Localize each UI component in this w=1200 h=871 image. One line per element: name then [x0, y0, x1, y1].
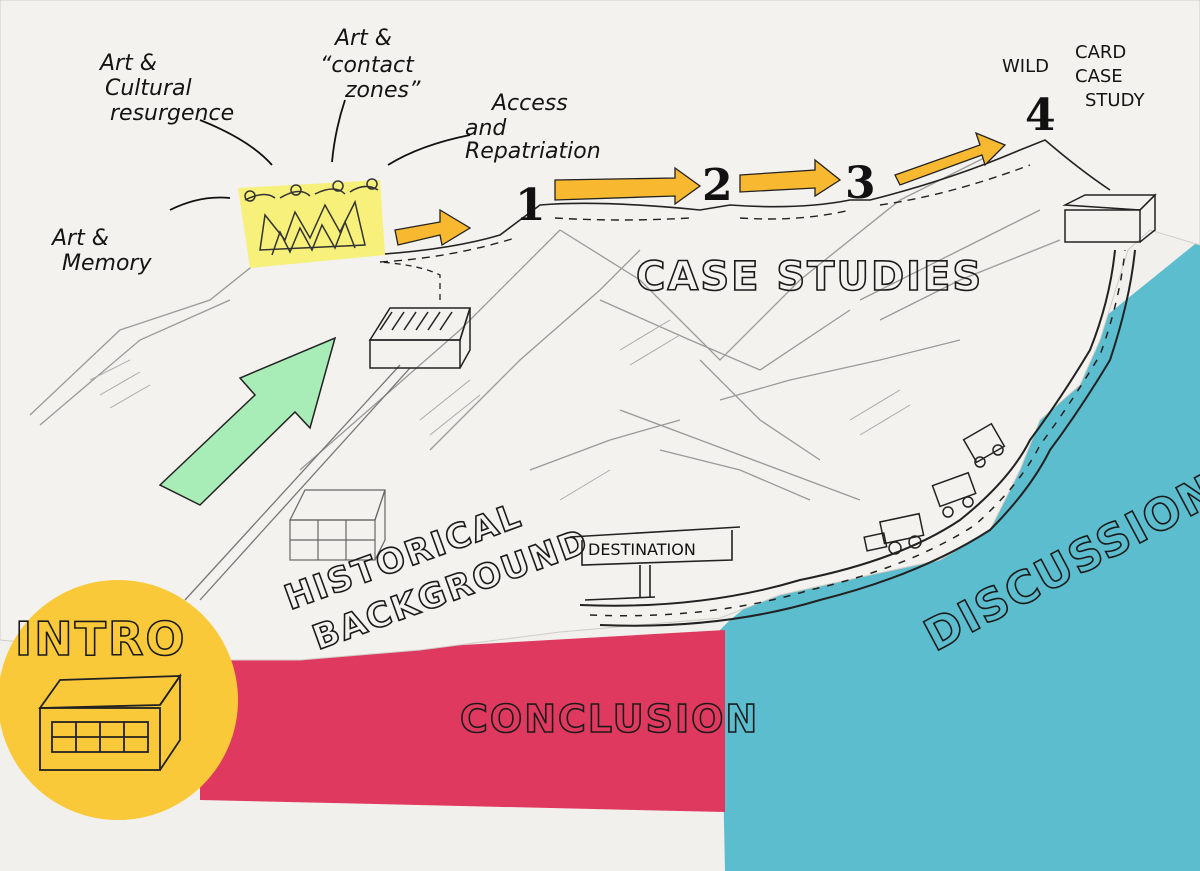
label-art-cultural-resurgence: Art & Cultural resurgence	[98, 51, 234, 126]
label-access-repatriation: Access and Repatriation	[465, 91, 601, 164]
intro-circle: INTRO	[0, 580, 238, 820]
top-right-building-icon	[1062, 193, 1157, 243]
case-study-number-1: 1	[515, 180, 546, 231]
label-leader-lines	[169, 99, 471, 211]
label-art-contact-zones: Art & “contact zones”	[320, 26, 421, 103]
case-study-number-4: 4	[1025, 90, 1056, 141]
case-study-number-3: 3	[845, 158, 876, 209]
conclusion-sheet	[200, 630, 725, 812]
case-study-number-2: 2	[702, 160, 733, 211]
pencil-hatching	[89, 319, 911, 501]
orange-arrows	[394, 131, 1007, 247]
orange-arrow-icon	[394, 208, 472, 247]
pencil-line-1	[184, 364, 401, 601]
pencil-mountains	[29, 149, 1061, 501]
signpost-icon: DESTINATION	[569, 526, 741, 601]
pencil-line-2	[199, 367, 411, 601]
label-wild-card-case-study: WILD CARD CASE STUDY	[1002, 42, 1145, 111]
intro-label: INTRO	[15, 612, 187, 666]
house-path	[379, 261, 441, 300]
ridge-line	[369, 139, 1111, 256]
orange-arrow-icon	[894, 131, 1007, 186]
label-art-memory: Art & Memory	[50, 226, 152, 276]
orange-arrow-icon	[739, 158, 842, 198]
case-studies-label: CASE STUDIES	[636, 254, 983, 300]
building-icon	[289, 489, 386, 561]
house-icon	[368, 307, 472, 369]
landscape-paper	[0, 0, 1200, 661]
intro-building-icon	[38, 673, 182, 771]
crown-note	[238, 178, 385, 268]
discussion-sheet	[720, 240, 1200, 871]
truck-icon	[863, 422, 1006, 555]
road-edge-2	[599, 249, 1136, 627]
conclusion-label: CONCLUSION	[460, 697, 759, 741]
orange-arrow-icon	[554, 166, 702, 206]
destination-label: DESTINATION	[588, 540, 696, 559]
road-center-line	[589, 249, 1126, 617]
road-edge-1	[579, 249, 1116, 607]
green-arrow-icon	[158, 336, 337, 506]
crown-icon	[244, 178, 379, 256]
